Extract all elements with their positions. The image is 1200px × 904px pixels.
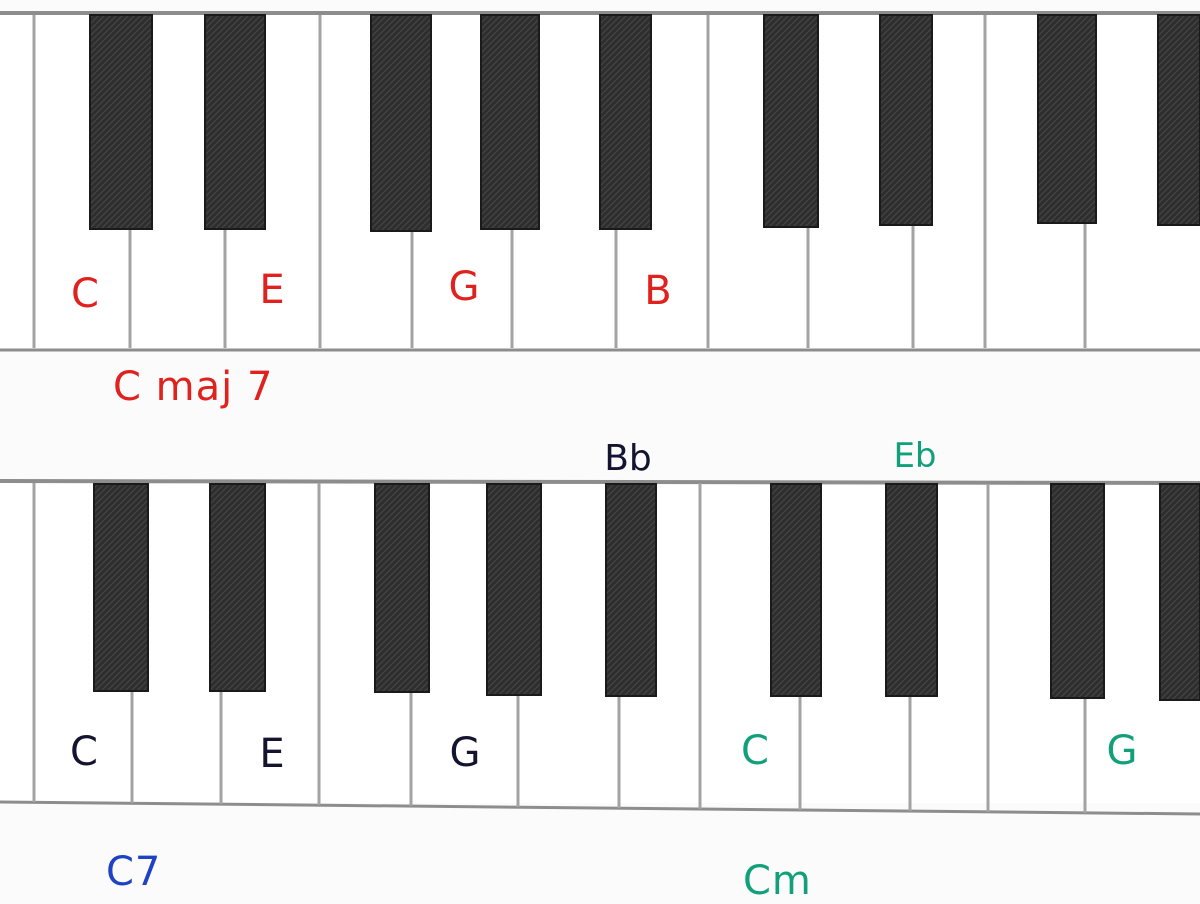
black-key [1157, 14, 1200, 226]
black-key [93, 483, 149, 692]
black-key [879, 14, 933, 226]
black-key [1050, 483, 1105, 699]
chord-name-c7: C7 [106, 849, 161, 895]
black-key [1159, 483, 1200, 701]
top-note-label-b: B [644, 268, 671, 314]
black-key [599, 14, 652, 230]
bottom-white-key-dividers [32, 483, 1087, 813]
black-key [370, 14, 432, 232]
bottom-keyboard-top-edge [0, 479, 1200, 485]
chord-name-cm: Cm [743, 858, 812, 904]
top-note-label-c: C [71, 271, 99, 317]
bottom-note-label-g: G [450, 730, 481, 776]
bottom-above-label-bb: Bb [604, 438, 652, 479]
bottom-note-label-e: E [259, 731, 284, 777]
bottom-note-label-c-minor: C [741, 728, 769, 774]
bottom-note-label-c: C [70, 729, 98, 775]
black-key [885, 483, 938, 697]
bottom-above-label-eb: Eb [893, 436, 936, 476]
black-key [209, 483, 266, 692]
black-key [1037, 14, 1097, 224]
black-key [204, 14, 266, 230]
top-note-label-e: E [259, 267, 284, 313]
black-key [763, 14, 819, 228]
chord-name-cmaj7: C maj 7 [113, 364, 273, 410]
black-key [770, 483, 822, 697]
bottom-keyboard-white-area [0, 481, 1200, 803]
top-keyboard: C E G B [0, 11, 1200, 352]
bottom-keyboard: C E G C G [0, 479, 1200, 816]
black-key [480, 14, 540, 230]
bottom-note-label-g-minor: G [1107, 728, 1138, 774]
black-key [605, 483, 657, 697]
black-key [374, 483, 430, 693]
bottom-black-keys [93, 483, 1200, 701]
top-black-keys [89, 14, 1200, 232]
black-key [486, 483, 542, 696]
top-white-key-dividers [32, 15, 1087, 348]
top-note-label-g: G [449, 264, 480, 310]
black-key [89, 14, 153, 230]
bottom-keyboard-bottom-edge [0, 800, 1200, 816]
